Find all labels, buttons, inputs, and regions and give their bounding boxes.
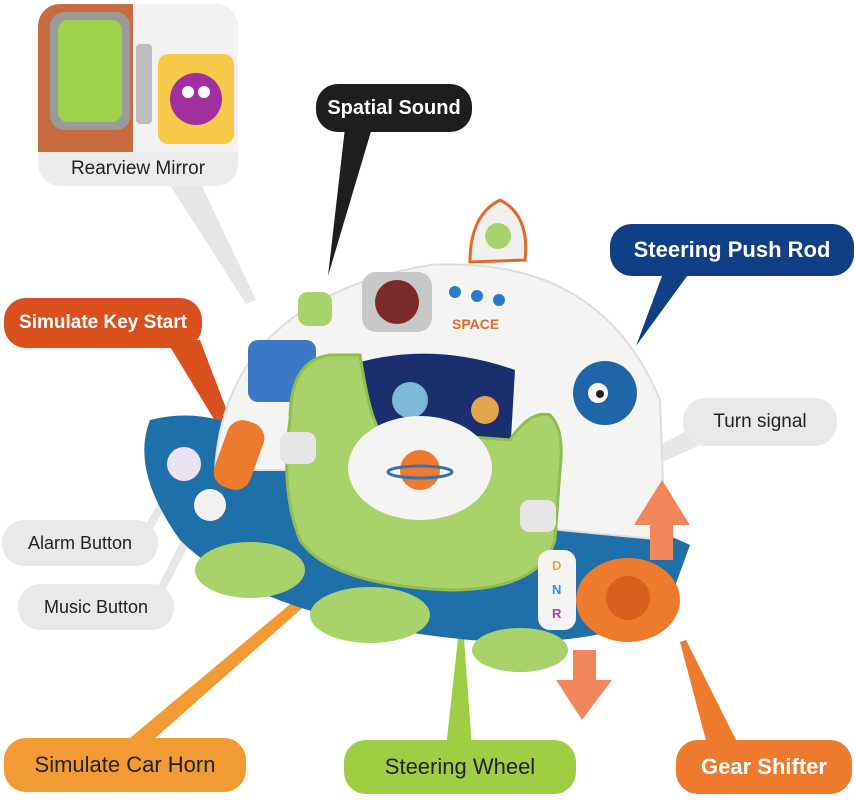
indicator-dot xyxy=(449,286,461,298)
gear-letter-n: N xyxy=(552,582,562,597)
toy-foot xyxy=(195,542,305,598)
sound-button xyxy=(298,292,332,326)
pointer-spatial-sound xyxy=(328,128,372,276)
gear-shifter-label: Gear Shifter xyxy=(676,740,852,794)
pointer-gear-shifter xyxy=(680,640,740,748)
rocket-window xyxy=(485,223,511,249)
simulate-key-start-label: Simulate Key Start xyxy=(4,298,202,348)
rearview-mirror-label: Rearview Mirror xyxy=(70,158,206,179)
dashboard-space-text: SPACE xyxy=(452,316,500,332)
horn-planet xyxy=(400,450,440,490)
simulate-car-horn-label: Simulate Car Horn xyxy=(4,738,246,792)
indicator-dot xyxy=(493,294,505,306)
monster-pupil xyxy=(596,390,604,398)
alarm-button-shape xyxy=(167,447,201,481)
gear-panel xyxy=(538,550,576,630)
toy-foot xyxy=(472,628,568,672)
pointer-steering-push-rod xyxy=(636,268,693,346)
toy-foot xyxy=(310,587,430,643)
steering-wheel-label: Steering Wheel xyxy=(344,740,576,794)
music-button-shape xyxy=(194,489,226,521)
gear-arrow-down xyxy=(556,650,612,720)
planet-decoration xyxy=(392,382,428,418)
gear-shifter-center xyxy=(606,576,650,620)
turn-signal-left xyxy=(280,432,316,464)
gear-letter-r: R xyxy=(552,606,562,621)
rearview-mirror-photo xyxy=(38,4,238,152)
key-start xyxy=(213,420,265,490)
turn-signal-right xyxy=(520,500,556,532)
steering-push-rod-label: Steering Push Rod xyxy=(610,224,854,276)
music-button-label: Music Button xyxy=(18,584,174,630)
horn-planet-ring xyxy=(386,464,454,480)
sound-speaker xyxy=(375,280,419,324)
turn-signal-label: Turn signal xyxy=(683,398,837,446)
spatial-sound-label: Spatial Sound xyxy=(316,84,472,132)
indicator-dot xyxy=(471,290,483,302)
rearview-mirror-inset: Rearview Mirror xyxy=(38,4,238,186)
pointer-steering-wheel xyxy=(446,638,472,748)
planet-decoration xyxy=(471,396,499,424)
gear-letter-d: D xyxy=(552,558,562,573)
alarm-button-label: Alarm Button xyxy=(2,520,158,566)
pointer-rearview-mirror xyxy=(168,182,256,304)
gear-arrow-up xyxy=(634,480,690,560)
